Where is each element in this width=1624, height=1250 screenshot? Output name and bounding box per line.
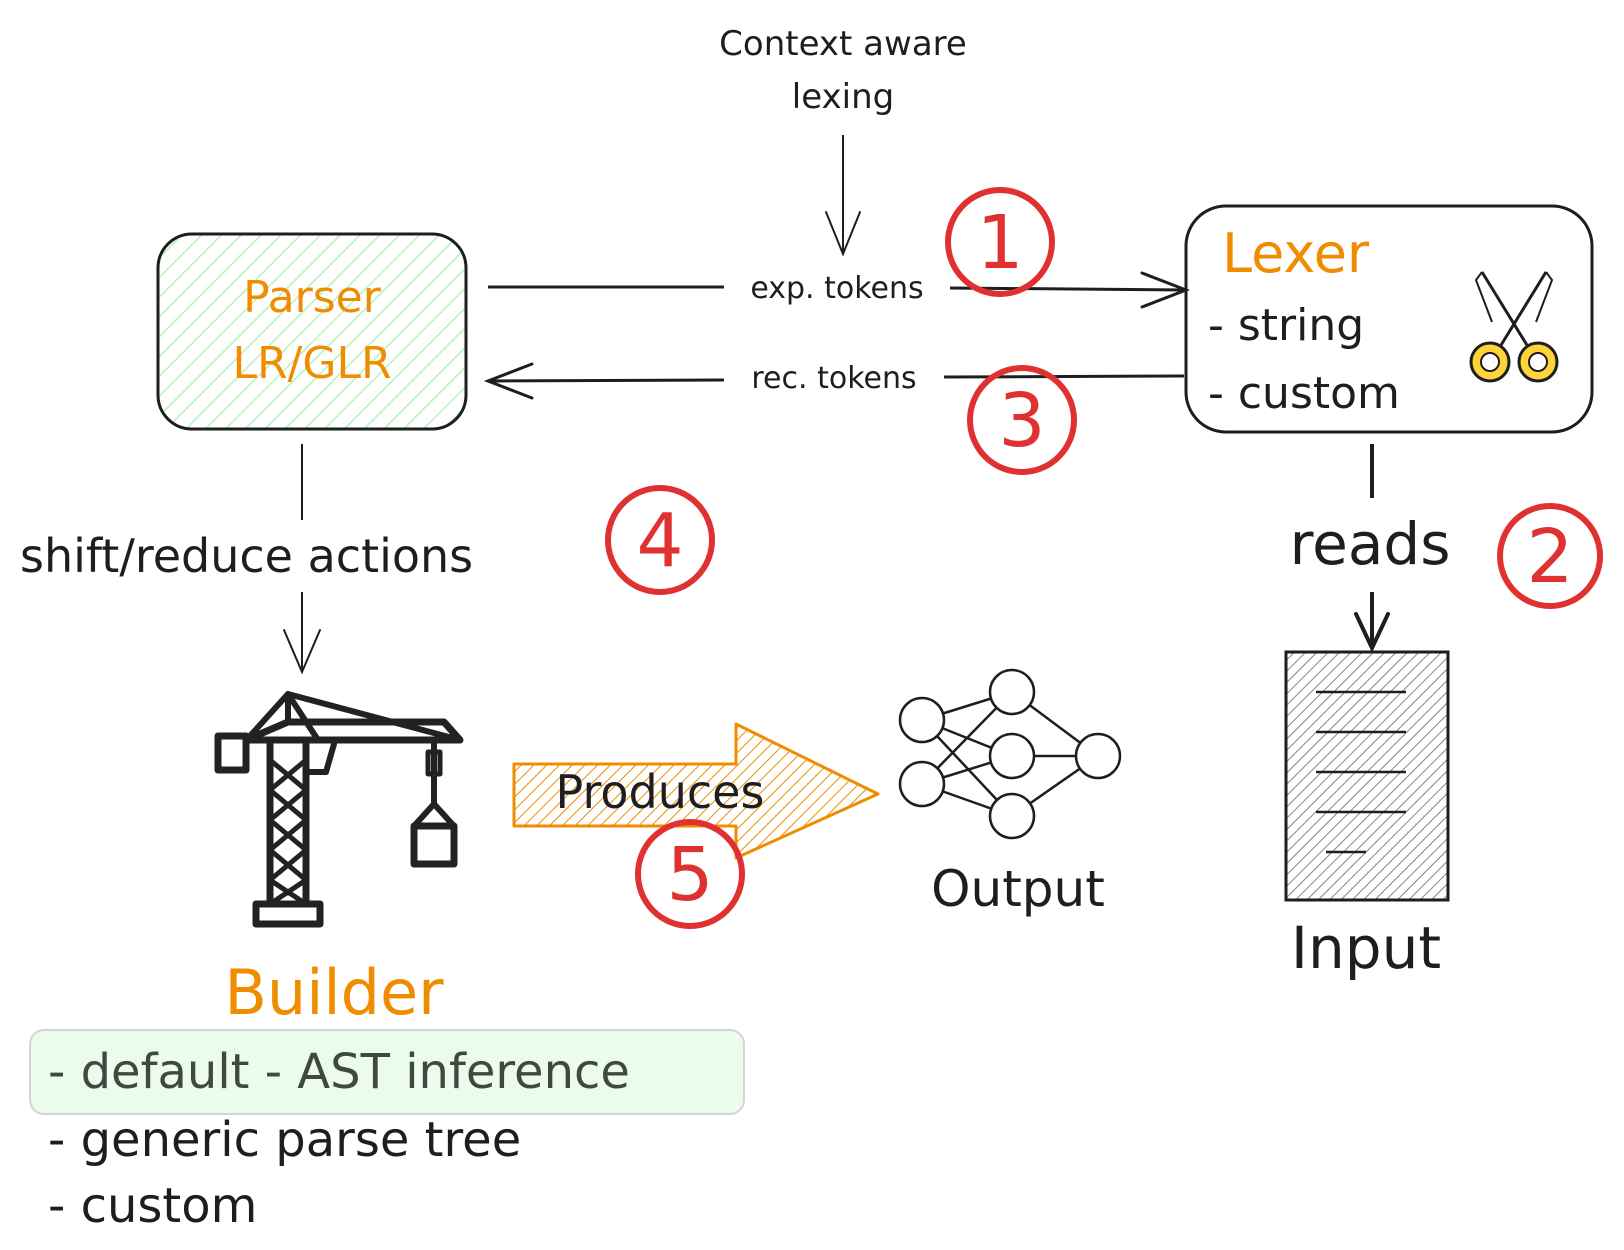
step-number-2: 2 — [1526, 514, 1573, 600]
produces-arrow — [512, 722, 880, 860]
recognized-tokens-edge: rec. tokens — [483, 361, 1185, 400]
step-marker-5: 5 — [635, 819, 745, 929]
recognized-tokens-line-left — [487, 378, 725, 383]
crane-icon — [214, 691, 464, 928]
reads-label: reads — [1290, 510, 1451, 578]
parser-box[interactable] — [156, 232, 468, 431]
lexer-item-custom: - custom — [1208, 368, 1400, 419]
step-number-1: 1 — [976, 200, 1023, 286]
scissors-icon — [1469, 271, 1559, 383]
neural-network-icon — [898, 668, 1122, 840]
input-label: Input — [1291, 914, 1441, 982]
step-number-3: 3 — [998, 378, 1045, 464]
lexer-node[interactable]: Lexer - string - custom — [1184, 204, 1594, 434]
actions-arrow-head — [283, 629, 321, 675]
context-aware-label-line1: Context aware — [719, 24, 967, 64]
recognized-tokens-label: rec. tokens — [751, 361, 916, 396]
builder-option-generic: - generic parse tree — [48, 1112, 521, 1168]
step-marker-4: 4 — [605, 485, 715, 595]
step-marker-2: 2 — [1497, 503, 1603, 609]
expected-tokens-line-right — [949, 286, 1187, 292]
context-aware-label-line2: lexing — [792, 77, 894, 117]
lexer-title: Lexer — [1222, 222, 1370, 285]
context-aware-annotation: Context aware lexing — [719, 24, 967, 257]
step-number-4: 4 — [636, 498, 683, 584]
expected-tokens-label: exp. tokens — [750, 271, 923, 306]
actions-edge: shift/reduce actions — [20, 444, 473, 675]
lexer-item-string: - string — [1208, 300, 1364, 351]
produces-edge: Produces — [512, 722, 880, 860]
produces-label: Produces — [556, 765, 765, 819]
expected-tokens-arrow-head — [1140, 271, 1191, 309]
parser-subtitle: LR/GLR — [232, 338, 391, 389]
builder-options: - default - AST inference - generic pars… — [29, 1029, 745, 1234]
recognized-tokens-arrow-head — [483, 362, 534, 400]
parser-node[interactable]: Parser LR/GLR — [156, 232, 468, 431]
output-label: Output — [931, 860, 1105, 918]
step-marker-1: 1 — [945, 187, 1055, 297]
expected-tokens-edge: exp. tokens — [488, 271, 1191, 309]
step-number-5: 5 — [666, 832, 713, 918]
context-aware-arrow-head — [825, 211, 861, 257]
builder-title: Builder — [224, 956, 444, 1029]
reads-edge: reads — [1290, 444, 1451, 653]
builder-option-custom: - custom — [48, 1178, 257, 1234]
reads-arrow-head — [1354, 612, 1390, 653]
recognized-tokens-line-right — [943, 374, 1185, 379]
builder-option-highlight — [29, 1029, 745, 1115]
document-icon — [1284, 650, 1450, 902]
builder-option-default: - default - AST inference — [48, 1044, 630, 1100]
parser-title: Parser — [243, 272, 382, 323]
actions-label: shift/reduce actions — [20, 529, 473, 583]
step-marker-3: 3 — [967, 365, 1077, 475]
